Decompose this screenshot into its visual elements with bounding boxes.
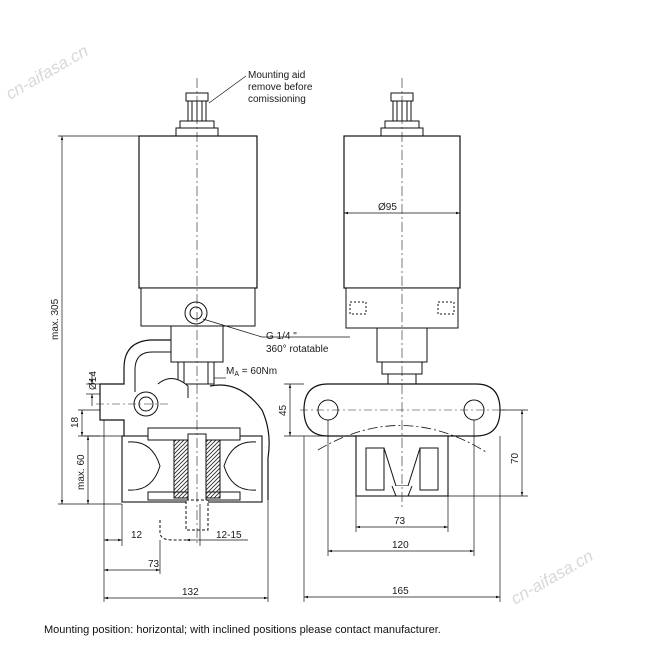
dim-12-15: 12-15 bbox=[216, 530, 242, 541]
watermark-bottom-right: cn-aifasa.cn bbox=[508, 546, 597, 608]
svg-text:remove before: remove before bbox=[248, 82, 313, 93]
annotation-port-rotatable: 360° rotatable bbox=[266, 344, 329, 355]
dim-max-60: max. 60 bbox=[76, 454, 87, 490]
svg-text:Mounting aid: Mounting aid bbox=[248, 70, 305, 81]
dim-70: 70 bbox=[510, 452, 521, 464]
svg-text:comissioning: comissioning bbox=[248, 94, 306, 105]
watermark-top-left: cn-aifasa.cn bbox=[3, 41, 92, 103]
footer-note: Mounting position: horizontal; with incl… bbox=[44, 624, 441, 636]
dim-132: 132 bbox=[182, 587, 199, 598]
dim-120: 120 bbox=[392, 540, 409, 551]
dim-45: 45 bbox=[278, 404, 289, 416]
annotation-mounting-aid: Mounting aid remove before comissioning bbox=[248, 70, 313, 105]
dim-73-left: 73 bbox=[148, 559, 160, 570]
dim-12: 12 bbox=[131, 530, 143, 541]
dimension-lines bbox=[58, 135, 528, 602]
dim-18: 18 bbox=[70, 416, 81, 428]
dim-d14: Ø14 bbox=[88, 371, 99, 390]
left-view bbox=[99, 75, 350, 541]
dim-d95: Ø95 bbox=[378, 202, 397, 213]
annotation-port: G 1/4 " bbox=[266, 331, 297, 342]
dim-165: 165 bbox=[392, 586, 409, 597]
dim-73-right: 73 bbox=[394, 516, 406, 527]
annotation-torque: MA = 60Nm bbox=[226, 366, 277, 378]
dim-max-305: max. 305 bbox=[50, 298, 61, 340]
